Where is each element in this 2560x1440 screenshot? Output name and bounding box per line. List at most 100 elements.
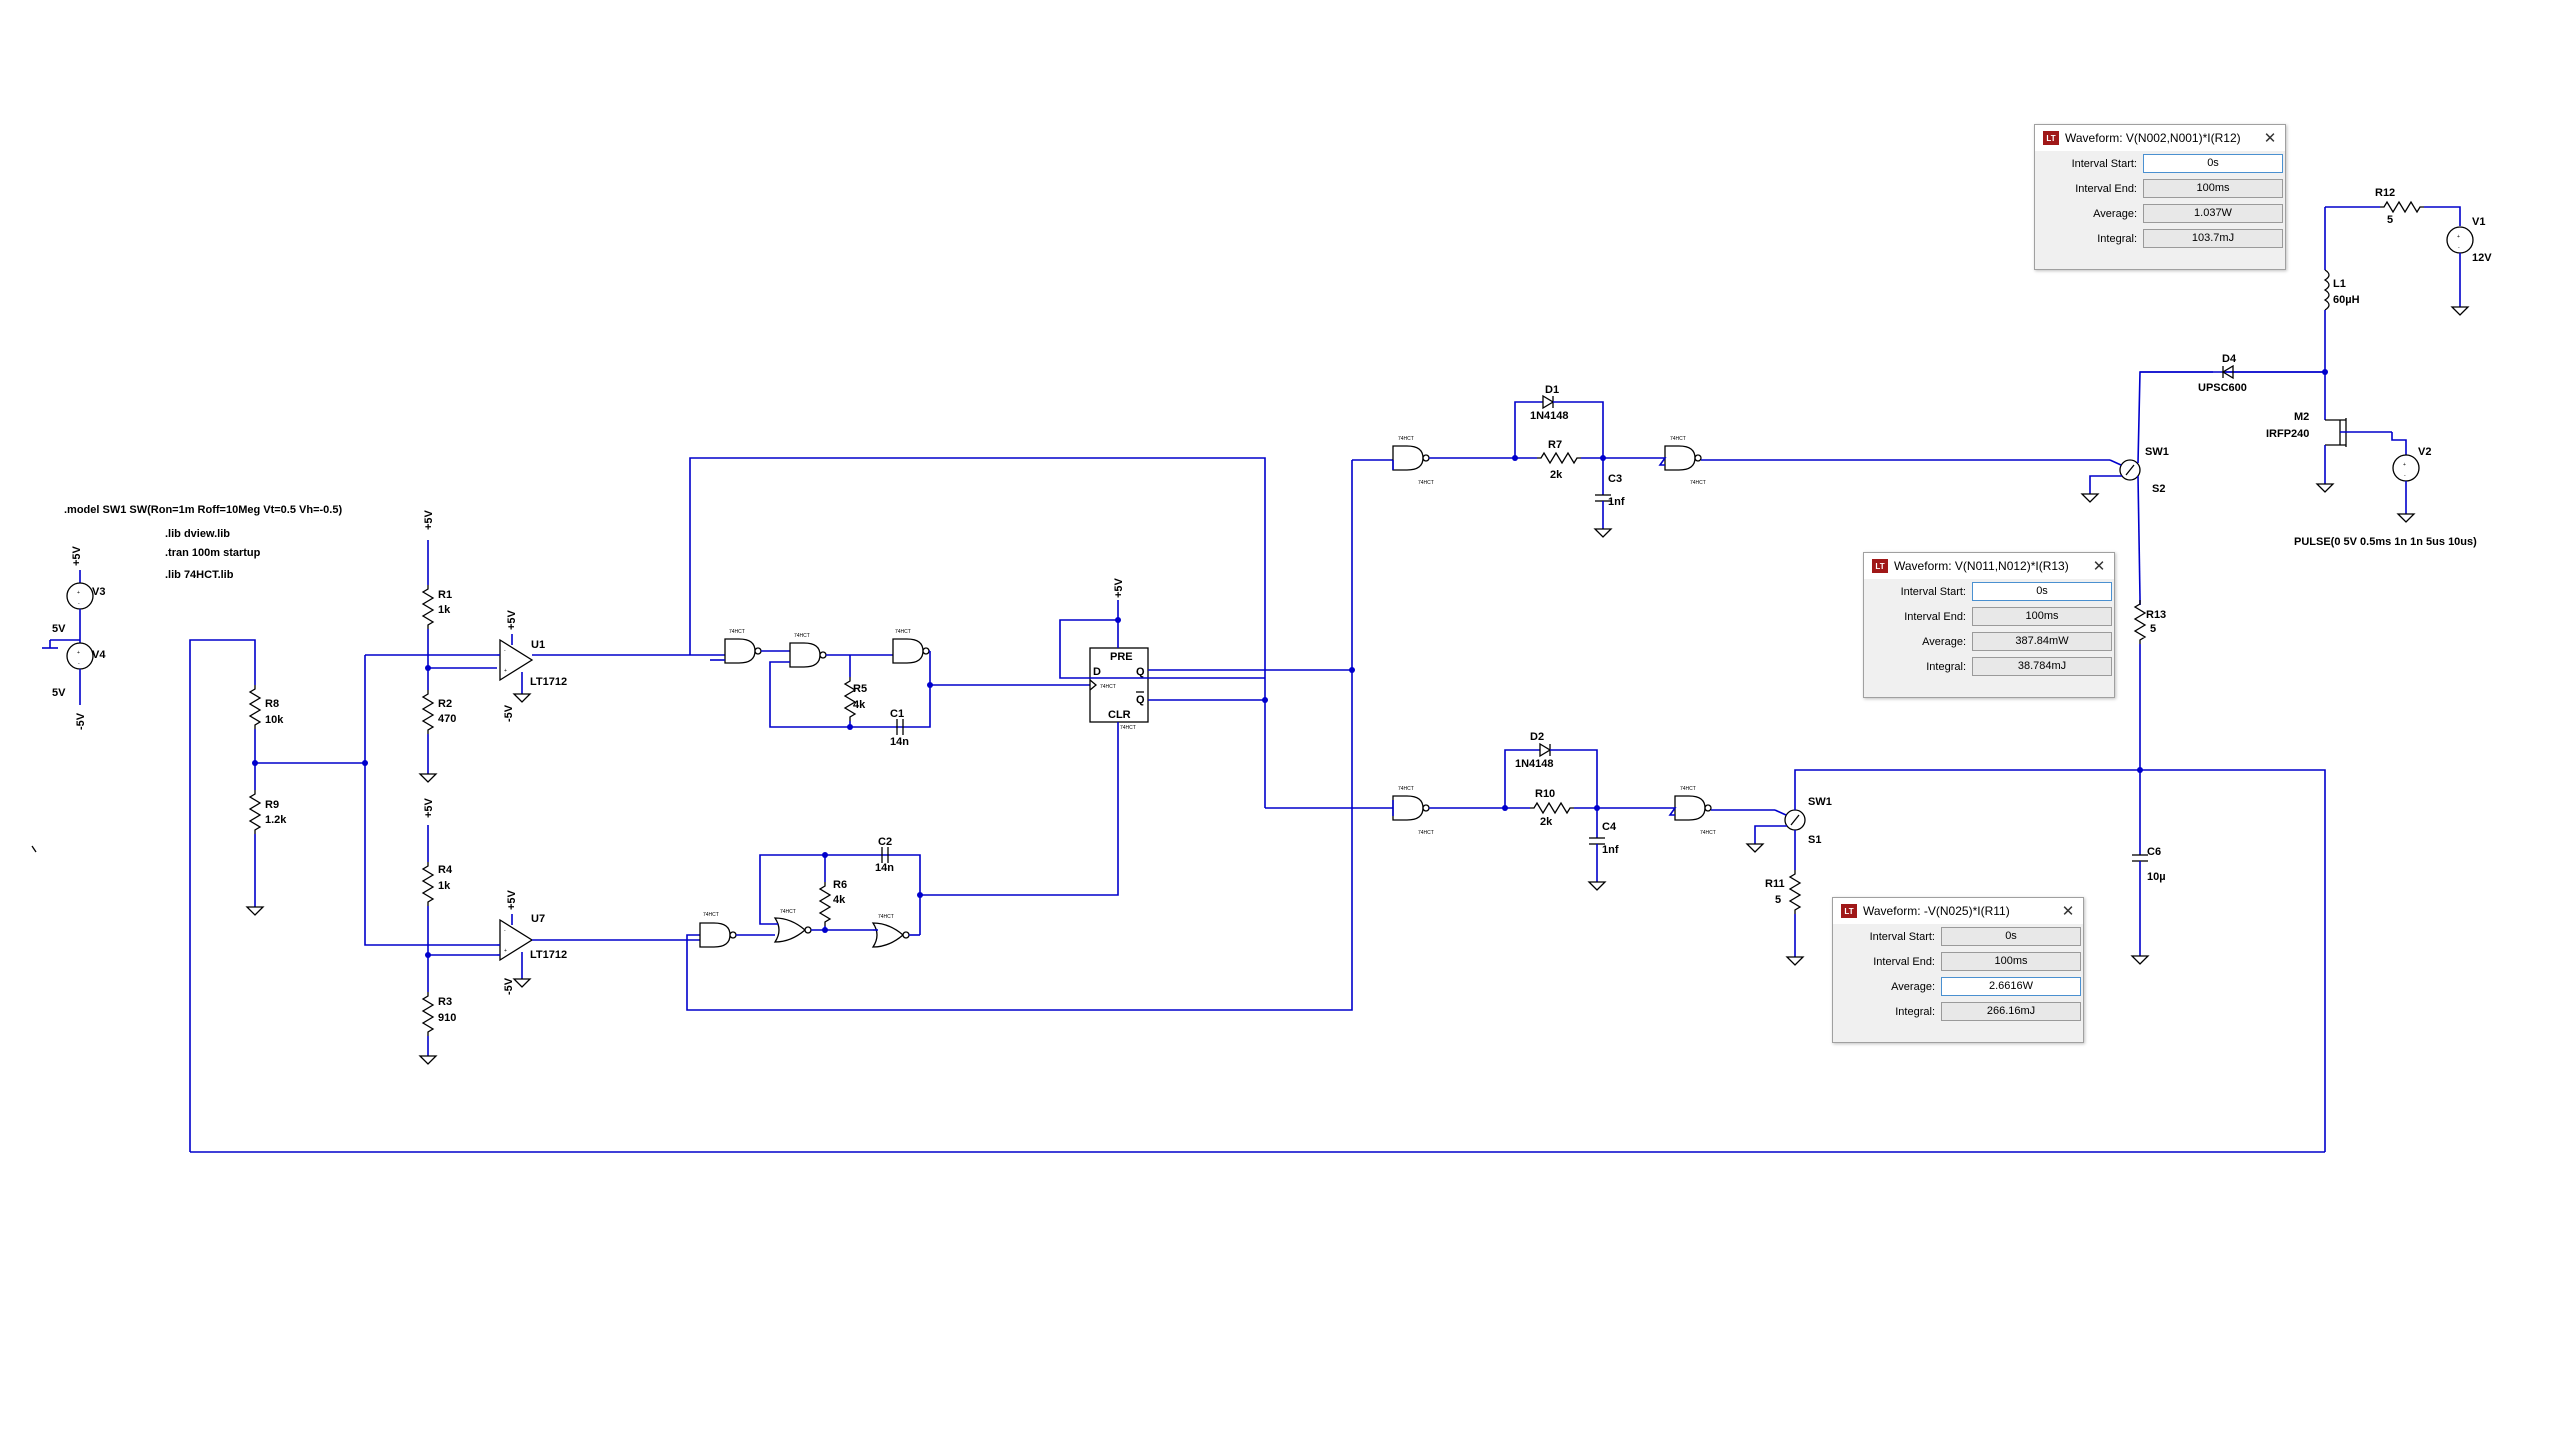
ff-q: Q [1136, 666, 1145, 678]
waveform-window-r11[interactable]: LT Waveform: -V(N025)*I(R11) ✕ Interval … [1832, 897, 2084, 1043]
waveform-window-r12[interactable]: LT Waveform: V(N002,N001)*I(R12) ✕ Inter… [2034, 124, 2286, 270]
v3-value: 5V [52, 623, 66, 635]
integral-label: Integral: [1895, 1005, 1935, 1018]
l-gate-1[interactable]: 74HCT [699, 912, 737, 948]
c3-name: C3 [1608, 473, 1622, 485]
c6-value: 10µ [2147, 871, 2166, 883]
average-field[interactable]: 1.037W [2143, 204, 2283, 223]
d1-name: D1 [1545, 384, 1559, 396]
waveform-titlebar[interactable]: LT Waveform: -V(N025)*I(R11) ✕ [1833, 898, 2083, 924]
svg-text:74HCT: 74HCT [1398, 786, 1414, 792]
sw1-s2-node: S2 [2152, 483, 2165, 495]
lib-74hct-directive[interactable]: .lib 74HCT.lib [165, 569, 234, 581]
r4-net-label: +5V [423, 797, 435, 818]
average-field[interactable]: 387.84mW [1972, 632, 2112, 651]
c2-value: 14n [875, 862, 894, 874]
u1-comparator[interactable] [499, 639, 533, 681]
model-directive[interactable]: .model SW1 SW(Ron=1m Roff=10Meg Vt=0.5 V… [64, 504, 342, 516]
u1-value: LT1712 [530, 676, 567, 688]
svg-text:74HCT: 74HCT [1418, 830, 1434, 836]
integral-field[interactable]: 266.16mJ [1941, 1002, 2081, 1021]
c6-name: C6 [2147, 846, 2161, 858]
u-gate-1[interactable]: 74HCT [724, 629, 762, 664]
u7-name: U7 [531, 913, 545, 925]
r9-value: 1.2k [265, 814, 287, 826]
l-gate-3[interactable]: 74HCT [872, 914, 910, 948]
sw1-s1-name: SW1 [1808, 796, 1832, 808]
upper-driver-gate-1[interactable]: 74HCT [1392, 436, 1430, 471]
interval-start-label: Interval Start: [1900, 585, 1966, 598]
r10-name: R10 [1535, 788, 1555, 800]
average-field[interactable]: 2.6616W [1941, 977, 2081, 996]
r13-name: R13 [2146, 609, 2166, 621]
waveform-title: Waveform: V(N011,N012)*I(R13) [1894, 559, 2069, 573]
u-gate-2[interactable]: 74HCT [789, 633, 827, 668]
integral-label: Integral: [2097, 232, 2137, 245]
l-nor-gate[interactable]: 74HCT [774, 909, 812, 943]
waveform-titlebar[interactable]: LT Waveform: V(N011,N012)*I(R13) ✕ [1864, 553, 2114, 579]
d1-value: 1N4148 [1530, 410, 1569, 422]
sw1-s2-name: SW1 [2145, 446, 2169, 458]
d2-value: 1N4148 [1515, 758, 1554, 770]
d-flip-flop[interactable] [1089, 647, 1149, 723]
r3-value: 910 [438, 1012, 456, 1024]
r11-name: R11 [1765, 878, 1785, 890]
svg-text:74HCT: 74HCT [794, 633, 810, 639]
v2-name: V2 [2418, 446, 2431, 458]
sw1-s2-switch[interactable] [2119, 459, 2141, 481]
ff-qbar: Q [1136, 694, 1145, 706]
lower-driver-gate-1[interactable]: 74HCT [1392, 786, 1430, 821]
svg-text:74HCT: 74HCT [1100, 684, 1116, 690]
c3-value: 1nf [1608, 496, 1625, 508]
interval-end-label: Interval End: [1873, 955, 1935, 968]
r12-name: R12 [2375, 187, 2395, 199]
svg-text:74HCT: 74HCT [703, 912, 719, 918]
lib-dview-directive[interactable]: .lib dview.lib [165, 528, 230, 540]
c4-value: 1nf [1602, 844, 1619, 856]
r11-value: 5 [1775, 894, 1781, 906]
r6-value: 4k [833, 894, 846, 906]
u7-comparator[interactable] [499, 919, 533, 961]
lower-driver-gate-2[interactable]: 74HCT [1674, 786, 1712, 821]
integral-field[interactable]: 38.784mJ [1972, 657, 2112, 676]
interval-start-field[interactable]: 0s [2143, 154, 2283, 173]
u1-net-pos: +5V [506, 609, 518, 630]
close-icon[interactable]: ✕ [2263, 130, 2277, 147]
r8-name: R8 [265, 698, 279, 710]
r6-name: R6 [833, 879, 847, 891]
close-icon[interactable]: ✕ [2092, 558, 2106, 575]
svg-text:74HCT: 74HCT [1670, 436, 1686, 442]
m2-value: IRFP240 [2266, 428, 2309, 440]
svg-text:74HCT: 74HCT [878, 914, 894, 920]
interval-start-field[interactable]: 0s [1972, 582, 2112, 601]
tran-directive[interactable]: .tran 100m startup [165, 547, 261, 559]
r1-net-label: +5V [423, 509, 435, 530]
interval-end-field[interactable]: 100ms [1941, 952, 2081, 971]
waveform-titlebar[interactable]: LT Waveform: V(N002,N001)*I(R12) ✕ [2035, 125, 2285, 151]
svg-text:74HCT: 74HCT [1680, 786, 1696, 792]
integral-field[interactable]: 103.7mJ [2143, 229, 2283, 248]
integral-label: Integral: [1926, 660, 1966, 673]
waveform-window-r13[interactable]: LT Waveform: V(N011,N012)*I(R13) ✕ Inter… [1863, 552, 2115, 698]
ff-clr: CLR [1108, 709, 1131, 721]
sw1-s1-switch[interactable] [1784, 809, 1806, 831]
close-icon[interactable]: ✕ [2061, 903, 2075, 920]
ff-net-pos: +5V [1113, 577, 1125, 598]
sw1-s1-node: S1 [1808, 834, 1821, 846]
interval-start-field[interactable]: 0s [1941, 927, 2081, 946]
u7-net-neg: -5V [503, 977, 515, 995]
svg-text:74HCT: 74HCT [1120, 725, 1136, 731]
c1-value: 14n [890, 736, 909, 748]
u-gate-3[interactable]: 74HCT [892, 629, 930, 664]
v3-source[interactable] [42, 570, 94, 705]
average-label: Average: [1891, 980, 1935, 993]
upper-driver-gate-2[interactable]: 74HCT [1664, 436, 1702, 471]
l1-value: 60µH [2333, 294, 2360, 306]
r12-value: 5 [2387, 214, 2393, 226]
c2-name: C2 [878, 836, 892, 848]
interval-end-field[interactable]: 100ms [1972, 607, 2112, 626]
ltspice-logo-icon: LT [1872, 559, 1888, 573]
svg-text:74HCT: 74HCT [1690, 480, 1706, 486]
interval-end-field[interactable]: 100ms [2143, 179, 2283, 198]
